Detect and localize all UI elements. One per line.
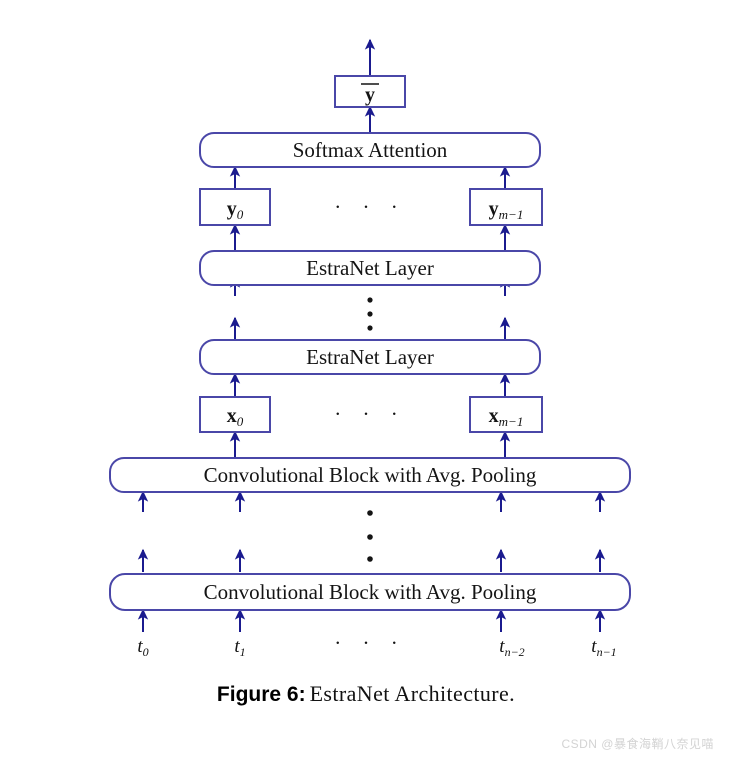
node-estranet-layer-top-label: EstraNet Layer — [306, 256, 434, 280]
csdn-watermark: CSDN @暴食海鞘八奈见喵 — [561, 737, 714, 751]
node-output-label: y — [365, 84, 375, 106]
ellipsis-conv-dot-3 — [367, 556, 373, 562]
figure-caption-text: EstraNet Architecture. — [309, 681, 516, 706]
node-y-first-label: y0 — [227, 198, 244, 222]
ellipsis-horizontal-x: · · · — [334, 402, 405, 426]
node-x-first-box[interactable] — [199, 396, 271, 433]
input-label-tn2: tn−2 — [499, 636, 524, 659]
node-x-last-label: xm−1 — [489, 405, 524, 429]
node-softmax-attention-box[interactable] — [199, 132, 541, 168]
node-estranet-layer-bottom-label: EstraNet Layer — [306, 345, 434, 369]
node-y-first-box[interactable] — [199, 188, 271, 226]
node-x-last-box[interactable] — [469, 396, 543, 433]
input-label-tn1: tn−1 — [591, 636, 616, 659]
figure-caption: Figure 6: EstraNet Architecture. — [0, 681, 732, 707]
ellipsis-estranet-dot-2 — [367, 311, 373, 317]
figure-caption-tag: Figure 6: — [216, 683, 306, 706]
node-y-last-box[interactable] — [469, 188, 543, 226]
node-softmax-attention-label: Softmax Attention — [293, 138, 448, 162]
node-conv-block-bottom-box[interactable] — [109, 573, 631, 611]
ellipsis-conv-dot-2 — [367, 534, 373, 540]
node-x-first-label: x0 — [227, 405, 244, 429]
node-output-box[interactable] — [334, 75, 406, 108]
ellipsis-estranet-dot-3 — [367, 325, 373, 331]
ellipsis-conv-dot-1 — [367, 510, 373, 516]
input-label-t0: t0 — [137, 636, 148, 659]
ellipsis-horizontal-y: · · · — [334, 195, 405, 219]
node-conv-block-bottom-label: Convolutional Block with Avg. Pooling — [204, 580, 537, 604]
input-label-t1: t1 — [234, 636, 245, 659]
node-conv-block-top-box[interactable] — [109, 457, 631, 493]
node-y-last-label: ym−1 — [489, 198, 524, 222]
node-conv-block-top-label: Convolutional Block with Avg. Pooling — [204, 463, 537, 487]
ellipsis-horizontal-inputs: · · · — [334, 631, 405, 655]
ellipsis-estranet-dot-1 — [367, 297, 373, 303]
node-estranet-layer-top-box[interactable] — [199, 250, 541, 286]
node-estranet-layer-bottom-box[interactable] — [199, 339, 541, 375]
